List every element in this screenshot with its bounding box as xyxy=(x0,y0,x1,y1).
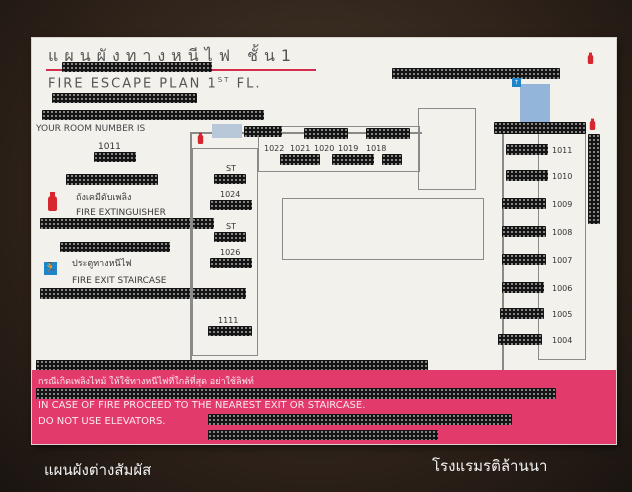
plan-title-superscript: ST xyxy=(217,76,231,84)
plan-title-english-text: FIRE ESCAPE PLAN 1 xyxy=(48,76,218,92)
room-1011: 1011 xyxy=(552,146,573,155)
stair-mark-mid xyxy=(212,124,242,138)
exit-marker-top: ↑ xyxy=(512,78,521,87)
braille-mid-1 xyxy=(214,174,246,184)
stair-mark-top xyxy=(520,84,550,124)
extinguisher-marker-top xyxy=(587,52,594,64)
room-1018: 1018 xyxy=(366,144,387,153)
room-1021: 1021 xyxy=(290,144,311,153)
braille-room-number xyxy=(94,152,136,162)
plan-title-thai: แผนผังทางหนีไฟ ชั้น1 xyxy=(48,46,298,65)
fire-extinguisher-icon xyxy=(48,192,57,211)
top-rooms-block xyxy=(258,126,420,172)
extinguisher-label-english: FIRE EXTINGUISHER xyxy=(76,208,166,218)
braille-mid-5 xyxy=(208,326,252,336)
mid-rooms-block xyxy=(192,148,258,356)
st-label-1: ST xyxy=(226,164,236,173)
braille-top-2 xyxy=(304,128,348,139)
your-room-number: 1011 xyxy=(98,142,121,152)
room-1006: 1006 xyxy=(552,284,573,293)
room-1008: 1008 xyxy=(552,228,573,237)
room-1009: 1009 xyxy=(552,200,573,209)
exit-label-english: FIRE EXIT STAIRCASE xyxy=(72,276,167,286)
room-1111: 1111 xyxy=(218,316,239,325)
warning-english-1: IN CASE OF FIRE PROCEED TO THE NEAREST E… xyxy=(38,400,366,411)
braille-right-1 xyxy=(506,144,548,155)
right-rooms-block xyxy=(538,128,586,360)
braille-right-vertical xyxy=(588,134,600,224)
room-1024: 1024 xyxy=(220,190,241,199)
exit-label-thai: ประตูทางหนีไฟ xyxy=(72,259,132,269)
braille-mid-4 xyxy=(210,258,252,268)
room-1007: 1007 xyxy=(552,256,573,265)
plan-title-english: FIRE ESCAPE PLAN 1ST FL. xyxy=(48,76,261,91)
braille-title-right xyxy=(392,68,560,79)
braille-title xyxy=(62,62,212,72)
braille-top-3 xyxy=(366,128,410,139)
room-1004: 1004 xyxy=(552,336,573,345)
braille-right-5 xyxy=(502,254,546,265)
braille-extinguisher xyxy=(66,174,158,185)
braille-warning-3 xyxy=(208,414,512,425)
central-block xyxy=(418,108,476,190)
braille-right-8 xyxy=(498,334,542,345)
braille-exit xyxy=(60,242,170,252)
braille-top-5 xyxy=(332,154,374,165)
room-1022: 1022 xyxy=(264,144,285,153)
room-1020: 1020 xyxy=(314,144,335,153)
braille-top-1 xyxy=(244,126,282,137)
room-1026: 1026 xyxy=(220,248,241,257)
fire-escape-plan-plate: แผนผังทางหนีไฟ ชั้น1 FIRE ESCAPE PLAN 1S… xyxy=(32,38,616,444)
braille-room-label xyxy=(42,110,264,120)
braille-title-2 xyxy=(52,93,197,103)
room-1019: 1019 xyxy=(338,144,359,153)
room-number-label: YOUR ROOM NUMBER IS xyxy=(36,124,146,134)
extinguisher-marker-right xyxy=(589,118,596,130)
braille-warning-4 xyxy=(208,430,438,440)
braille-mid-3 xyxy=(214,232,246,242)
warning-thai: กรณีเกิดเพลิงไหม้ ให้ใช้ทางหนีไฟที่ใกล้ท… xyxy=(38,377,254,387)
caption-right: โรงแรมรติล้านนา xyxy=(432,457,548,475)
braille-top-right xyxy=(494,122,586,134)
braille-right-7 xyxy=(500,308,544,319)
braille-exit-2 xyxy=(40,288,246,299)
braille-right-2 xyxy=(506,170,548,181)
braille-right-4 xyxy=(502,226,546,237)
room-1010: 1010 xyxy=(552,172,573,181)
braille-top-6 xyxy=(382,154,402,165)
braille-mid-2 xyxy=(210,200,252,210)
braille-warning-2 xyxy=(36,388,556,399)
caption-left: แผนผังต่างสัมผัส xyxy=(44,461,152,479)
fire-exit-icon: 🏃 xyxy=(44,262,57,275)
braille-right-3 xyxy=(502,198,546,209)
extinguisher-marker-mid xyxy=(197,132,204,144)
braille-top-4 xyxy=(280,154,320,165)
central-lower xyxy=(282,198,484,260)
braille-extinguisher-2 xyxy=(40,218,214,229)
st-label-2: ST xyxy=(226,222,236,231)
braille-right-6 xyxy=(502,282,544,293)
extinguisher-label-thai: ถังเคมีดับเพลิง xyxy=(76,193,132,203)
plan-title-floor: FL. xyxy=(236,76,262,92)
warning-english-2: DO NOT USE ELEVATORS. xyxy=(38,416,166,427)
room-1005: 1005 xyxy=(552,310,573,319)
braille-warning-1 xyxy=(36,360,428,372)
